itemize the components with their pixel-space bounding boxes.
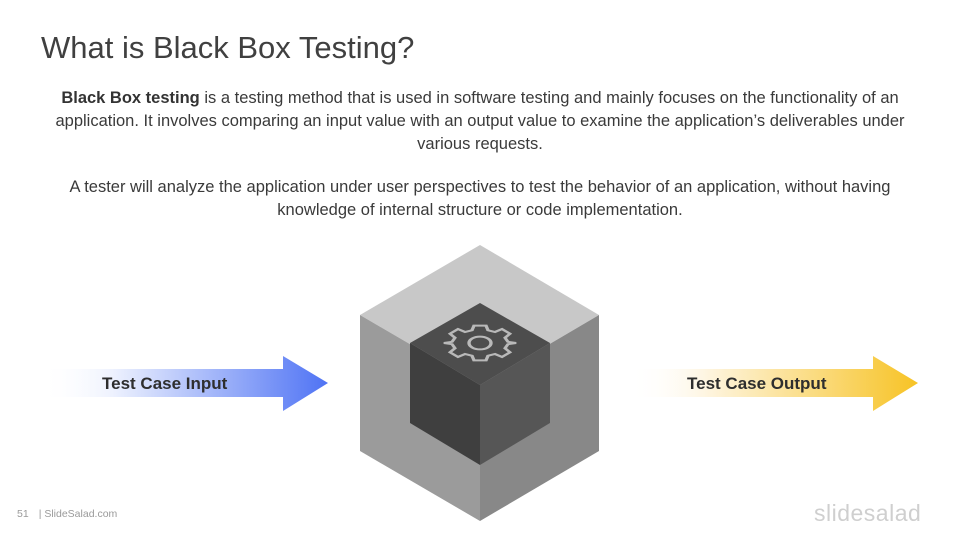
input-label: Test Case Input	[102, 374, 228, 393]
tester-paragraph: A tester will analyze the application un…	[69, 178, 891, 219]
gear-icon	[443, 324, 517, 362]
black-box-cube	[360, 245, 602, 523]
intro-text: is a testing method that is used in soft…	[55, 89, 905, 153]
slide-title: What is Black Box Testing?	[41, 30, 415, 65]
intro-bold-term: Black Box testing	[61, 89, 200, 107]
footer: 51 | SlideSalad.com	[17, 508, 117, 520]
page-number: 51	[17, 508, 29, 520]
inner-left-face	[410, 343, 480, 465]
output-arrow: Test Case Output	[630, 356, 920, 412]
footer-source: | SlideSalad.com	[38, 508, 118, 520]
intro-paragraph: Black Box testing is a testing method th…	[40, 87, 920, 156]
output-arrow-shape	[630, 356, 918, 411]
input-arrow: Test Case Input	[40, 356, 330, 412]
input-arrow-shape	[40, 356, 328, 411]
inner-top-face	[410, 303, 550, 385]
slidesalad-logo: slidesalad	[814, 500, 922, 526]
inner-right-face	[480, 343, 550, 465]
output-label: Test Case Output	[687, 374, 827, 393]
